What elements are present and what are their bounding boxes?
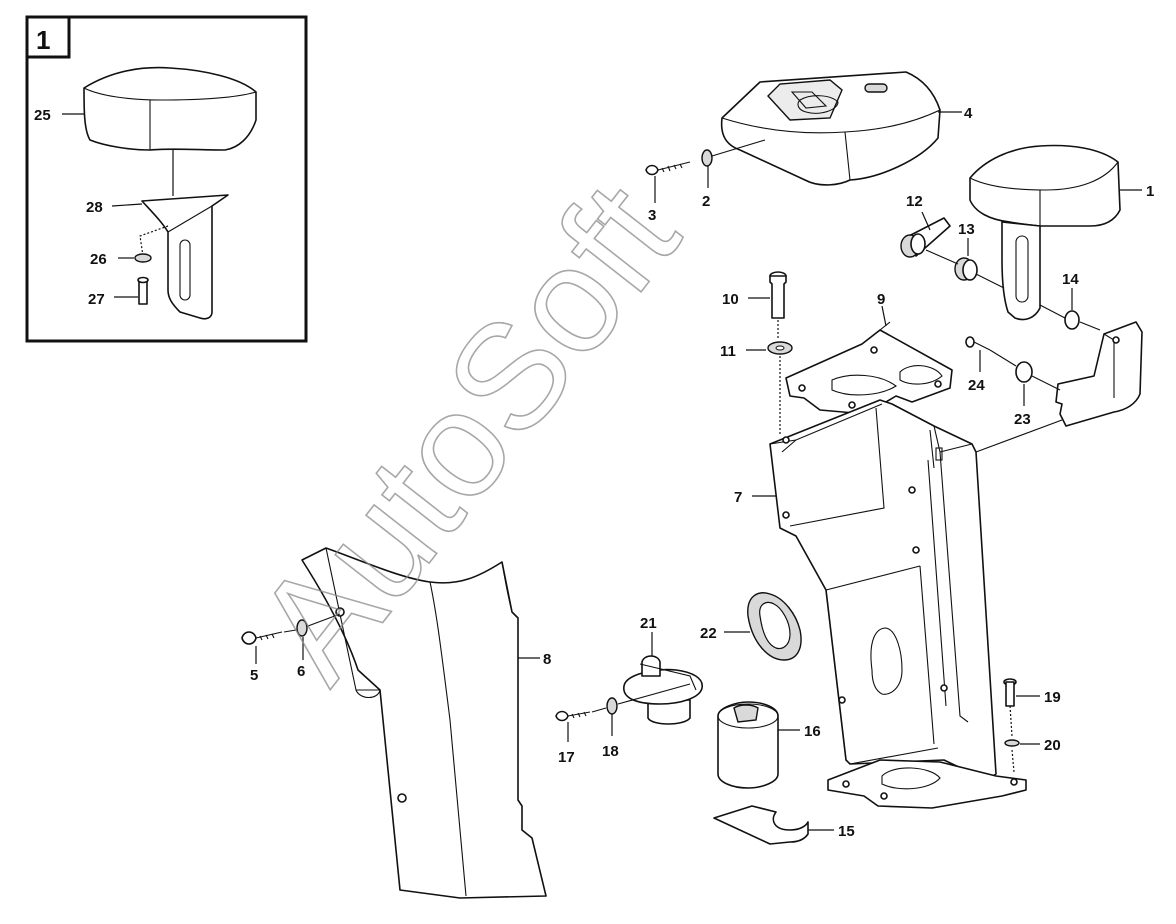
inset-panel: 1 xyxy=(25,15,308,343)
washer-6 xyxy=(296,619,308,637)
armrest-1 xyxy=(969,144,1121,321)
callout-7: 7 xyxy=(734,489,742,506)
cap-13 xyxy=(954,257,978,281)
screw-5 xyxy=(241,631,283,645)
inset-washer xyxy=(134,253,152,263)
callout-3: 3 xyxy=(648,207,656,224)
inset-bracket xyxy=(141,194,229,320)
inset-screw xyxy=(137,276,149,305)
callout-22: 22 xyxy=(700,625,717,642)
callout-8: 8 xyxy=(543,651,551,668)
knob-12 xyxy=(900,217,951,258)
flange-21 xyxy=(623,655,703,725)
callout-23: 23 xyxy=(1014,411,1031,428)
callout-17: 17 xyxy=(558,749,575,766)
washer-14 xyxy=(1064,310,1080,330)
callout-16: 16 xyxy=(804,723,821,740)
washer-23 xyxy=(1015,361,1033,383)
base-plate xyxy=(827,759,1027,809)
callout-4: 4 xyxy=(964,105,973,122)
callout-27: 27 xyxy=(88,291,105,308)
callout-9: 9 xyxy=(877,291,885,308)
callout-1: 1 xyxy=(1146,183,1154,200)
callout-5: 5 xyxy=(250,667,258,684)
top-cover xyxy=(720,71,941,186)
front-cover-8 xyxy=(301,547,547,899)
inset-number: 1 xyxy=(36,25,50,55)
callout-2: 2 xyxy=(702,193,710,210)
callout-28: 28 xyxy=(86,199,103,216)
washer-2 xyxy=(701,149,713,167)
callout-19: 19 xyxy=(1044,689,1061,706)
grommet-22 xyxy=(747,592,802,661)
side-bracket xyxy=(1055,321,1143,427)
callout-18: 18 xyxy=(602,743,619,760)
callout-13: 13 xyxy=(958,221,975,238)
callout-6: 6 xyxy=(297,663,305,680)
sleeve-16 xyxy=(717,701,779,789)
top-plate-9 xyxy=(785,321,953,415)
callout-25: 25 xyxy=(34,107,51,124)
inset-armrest-cushion xyxy=(83,66,257,151)
callout-10: 10 xyxy=(722,291,739,308)
bolt-10 xyxy=(769,271,787,319)
callout-11: 11 xyxy=(720,343,736,360)
bolt-19 xyxy=(1003,678,1017,707)
washer-20 xyxy=(1004,739,1020,747)
callout-labels: 1 2 3 4 5 6 7 8 9 10 11 12 13 14 15 16 1… xyxy=(34,105,1154,840)
callout-24: 24 xyxy=(968,377,985,394)
callout-14: 14 xyxy=(1062,271,1079,288)
callout-20: 20 xyxy=(1044,737,1061,754)
callout-12: 12 xyxy=(906,193,923,210)
screw-3 xyxy=(645,161,691,176)
callout-15: 15 xyxy=(838,823,855,840)
callout-26: 26 xyxy=(90,251,107,268)
main-column-7 xyxy=(769,399,997,781)
callout-21: 21 xyxy=(640,615,657,632)
washer-18 xyxy=(606,697,618,715)
shim-15 xyxy=(713,805,809,845)
screw-17 xyxy=(555,710,591,722)
screw-24 xyxy=(965,336,991,351)
